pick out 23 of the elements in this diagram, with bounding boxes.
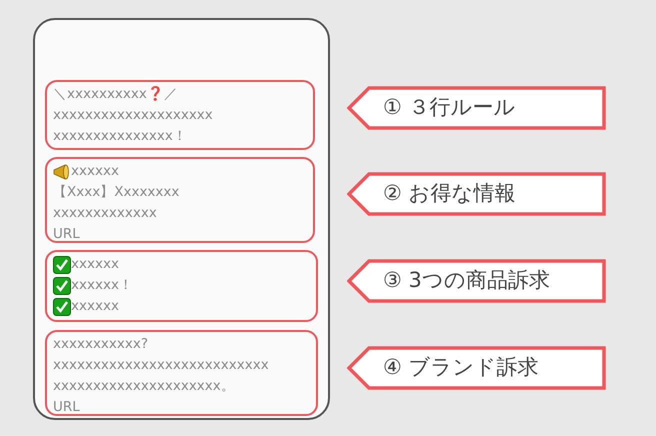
tag-label: ② お得な情報 xyxy=(383,180,516,208)
message-line: xxxxxx！ xyxy=(71,276,133,295)
message-block xyxy=(45,330,318,416)
message-line: URL xyxy=(53,225,80,244)
message-line: xxxxxx xyxy=(71,162,119,181)
message-line: xxxxxxxxxxx? xyxy=(53,335,148,354)
tag-label: ③ 3つの商品訴求 xyxy=(383,267,550,294)
message-line: xxxxxxxxxxxxxxx！ xyxy=(53,127,187,146)
message-block xyxy=(45,157,315,243)
phone-frame xyxy=(33,18,330,420)
message-line: xxxxxx xyxy=(71,255,119,274)
message-line: xxxxxxxxxxxxxxxxxxxx xyxy=(53,106,213,125)
message-line: xxxxxxxxxxxxx xyxy=(53,204,157,223)
message-line: URL xyxy=(53,398,80,417)
message-line: 【Xxxx】Xxxxxxxx xyxy=(53,183,180,202)
message-line: xxxxxxxxxxxxxxxxxxxxxxxxxxx xyxy=(53,356,269,375)
message-line: xxxxxx xyxy=(71,297,119,316)
message-block xyxy=(45,250,318,322)
message-block xyxy=(45,80,315,150)
tag-label: ④ ブランド訴求 xyxy=(383,354,539,382)
message-line: xxxxxxxxxxxxxxxxxxxxx。 xyxy=(53,377,235,396)
tag-label: ① ３行ルール xyxy=(383,94,516,122)
message-line: ＼xxxxxxxxxx❓／ xyxy=(53,85,178,104)
